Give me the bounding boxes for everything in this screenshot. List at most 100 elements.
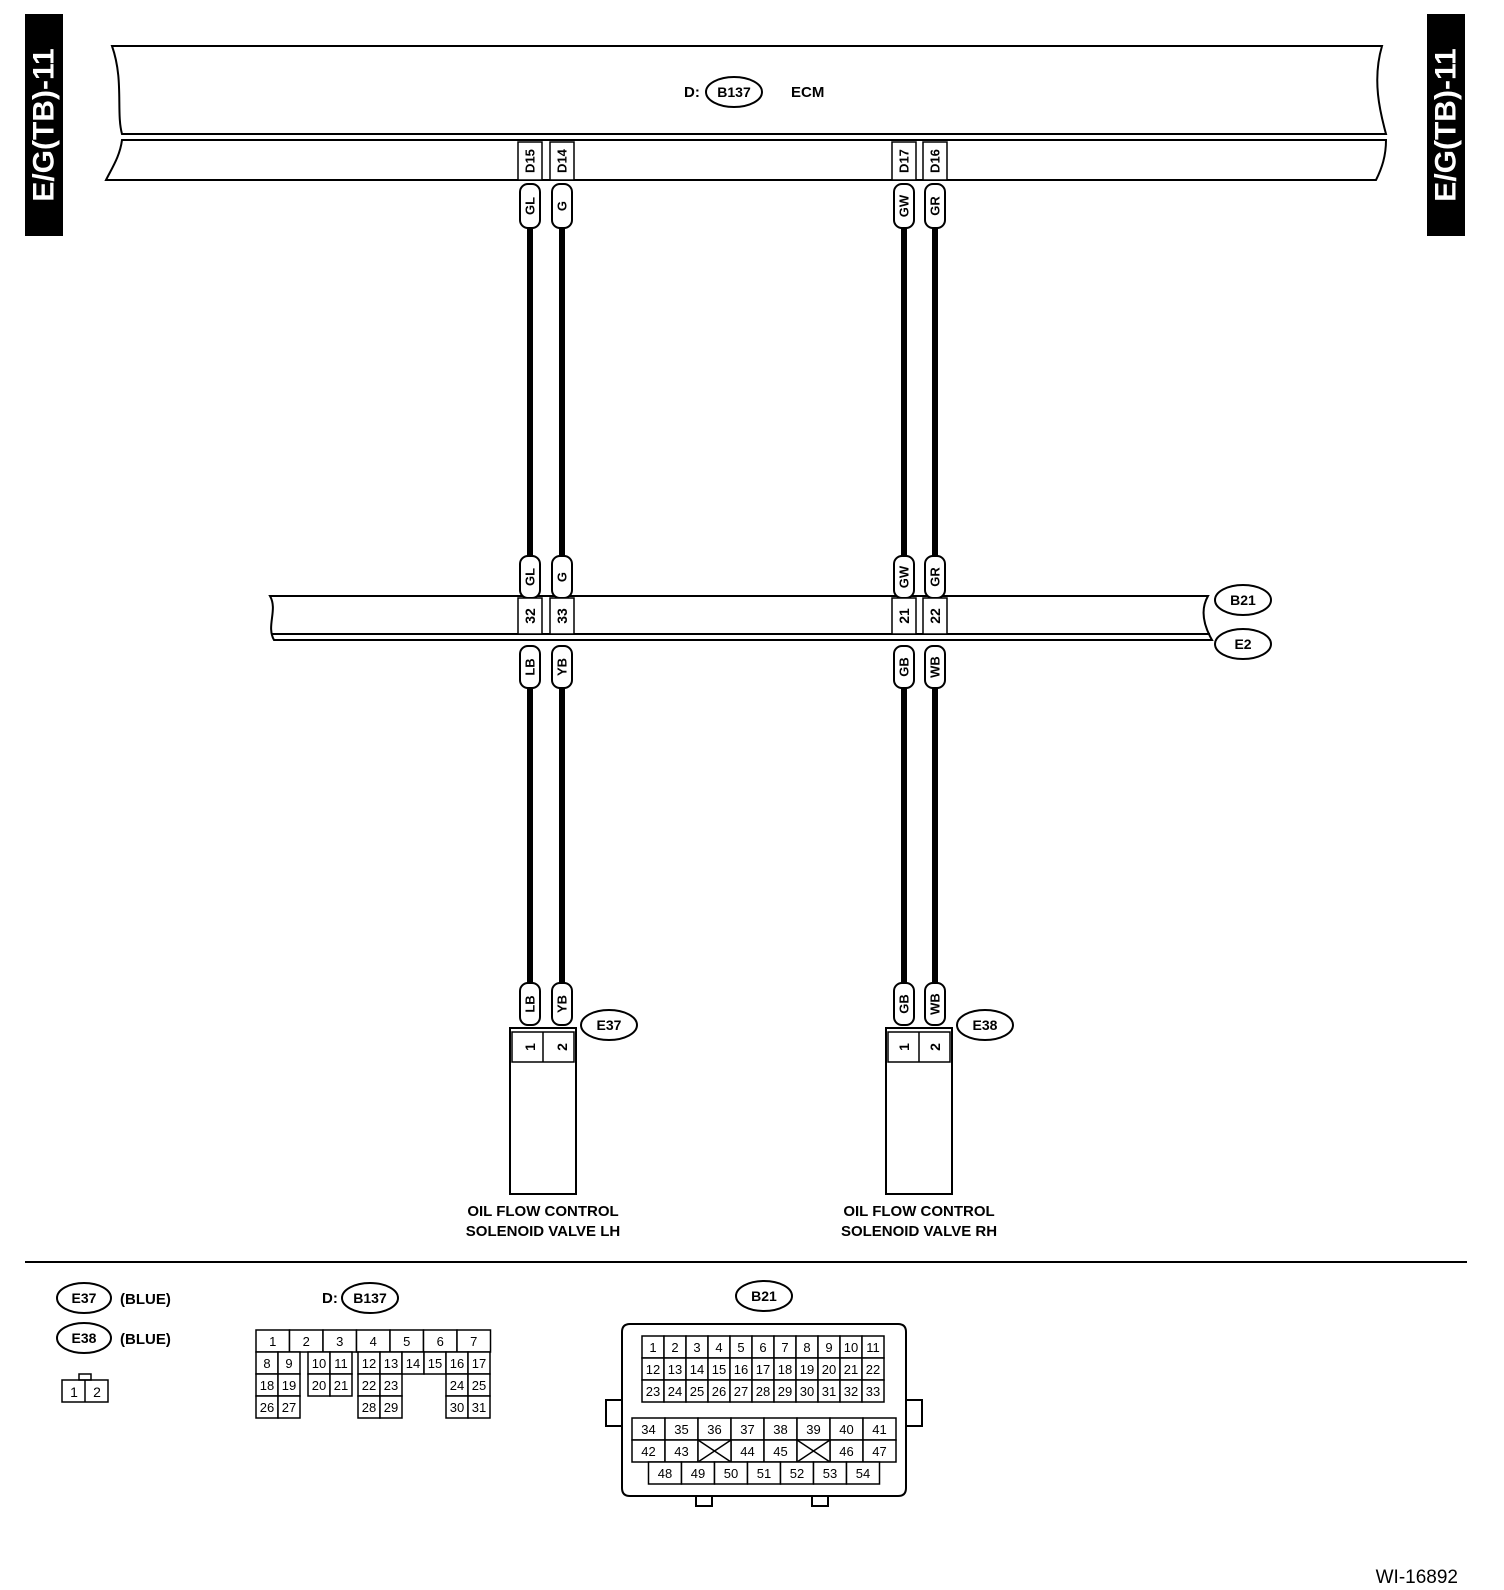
b21-pin-13: 13 xyxy=(668,1362,682,1377)
side-tab-left-text: E/G(TB)-11 xyxy=(28,48,61,201)
wire-color-joint-lower-frame xyxy=(924,645,946,689)
b21-pin-26: 26 xyxy=(712,1384,726,1399)
b21-pin-47: 47 xyxy=(872,1444,886,1459)
wire-color-joint-lower: WB xyxy=(928,656,943,678)
solenoid-lh-label-1: OIL FLOW CONTROL xyxy=(467,1203,618,1220)
b21-pin-43: 43 xyxy=(674,1444,688,1459)
b21-pin-28: 28 xyxy=(756,1384,770,1399)
b21-pin-24: 24 xyxy=(668,1384,682,1399)
b21-pin-35: 35 xyxy=(674,1422,688,1437)
wire-color-end-frame xyxy=(893,982,915,1026)
b137-pin-30: 30 xyxy=(450,1400,464,1415)
wire-color-joint-upper: G xyxy=(555,572,570,582)
b21-pin-14: 14 xyxy=(690,1362,704,1377)
component-pin-2: 2 xyxy=(927,1043,943,1051)
wire-color-joint-upper: GW xyxy=(897,565,912,588)
b21-pin-37: 37 xyxy=(740,1422,754,1437)
wire-color-end-frame xyxy=(519,982,541,1026)
b21-pin-30: 30 xyxy=(800,1384,814,1399)
solenoid-rh: E38 OIL FLOW CONTROL SOLENOID VALVE RH xyxy=(841,1009,1014,1240)
wire-color-top: G xyxy=(555,201,570,211)
legend-small-pin-1: 1 xyxy=(70,1384,78,1400)
b137-pin-4: 4 xyxy=(370,1334,377,1349)
b137-pin-8: 8 xyxy=(263,1356,270,1371)
legend-b137-prefix: D: xyxy=(322,1290,338,1307)
b21-pin-50: 50 xyxy=(724,1466,738,1481)
legend-e37-id: E37 xyxy=(72,1290,97,1306)
joint-connector-bar xyxy=(268,595,1214,641)
b137-pin-2: 2 xyxy=(303,1334,310,1349)
b21-pin-22: 22 xyxy=(866,1362,880,1377)
b137-pin-1: 1 xyxy=(269,1334,276,1349)
b137-pin-10: 10 xyxy=(312,1356,326,1371)
b21-pin-42: 42 xyxy=(641,1444,655,1459)
b21-pin-3: 3 xyxy=(693,1340,700,1355)
side-tab-left: E/G(TB)-11 xyxy=(25,14,63,236)
wire-color-top-frame xyxy=(519,183,541,229)
b21-pin-19: 19 xyxy=(800,1362,814,1377)
b137-pin-cell xyxy=(277,1395,301,1419)
ecm-pin-d16: D16 xyxy=(928,149,943,173)
b137-pin-7: 7 xyxy=(470,1334,477,1349)
solenoid-rh-label-2: SOLENOID VALVE RH xyxy=(841,1223,997,1240)
joint-upper-oval xyxy=(1214,584,1272,616)
side-tab-right: E/G(TB)-11 xyxy=(1427,14,1465,236)
legend-e37-color: (BLUE) xyxy=(120,1291,171,1308)
b137-pin-3: 3 xyxy=(336,1334,343,1349)
component-pin-1: 1 xyxy=(896,1043,912,1051)
wire-color-top-frame xyxy=(924,183,946,229)
b137-pin-cell xyxy=(467,1395,491,1419)
joint-pin-cell xyxy=(517,597,543,635)
b137-pin-21: 21 xyxy=(334,1378,348,1393)
ecm-connector-id: B137 xyxy=(717,84,751,100)
b137-pin-13: 13 xyxy=(384,1356,398,1371)
legend-b21-id: B21 xyxy=(751,1288,777,1304)
b137-pin-11: 11 xyxy=(334,1356,348,1371)
b21-housing xyxy=(605,1323,923,1507)
b137-pin-5: 5 xyxy=(403,1334,410,1349)
b21-pin-48: 48 xyxy=(658,1466,672,1481)
b137-pin-19: 19 xyxy=(282,1378,296,1393)
joint-pin-cell xyxy=(891,597,917,635)
joint-pin-32: 32 xyxy=(522,608,538,624)
b21-pin-cell xyxy=(861,1379,885,1403)
b21-pin-44: 44 xyxy=(740,1444,754,1459)
component-pin-2: 2 xyxy=(554,1043,570,1051)
b21-pin-9: 9 xyxy=(825,1340,832,1355)
b137-pin-15: 15 xyxy=(428,1356,442,1371)
wire-color-end-frame xyxy=(551,982,573,1026)
b21-pin-46: 46 xyxy=(839,1444,853,1459)
b21-pin-38: 38 xyxy=(773,1422,787,1437)
b21-pin-21: 21 xyxy=(844,1362,858,1377)
b21-pin-12: 12 xyxy=(646,1362,660,1377)
joint-labels: B21 E2 xyxy=(1214,584,1272,660)
wire-color-top: GL xyxy=(523,197,538,215)
b21-pin-cell xyxy=(845,1461,881,1485)
b21-pin-7: 7 xyxy=(781,1340,788,1355)
ecm-pin-cell xyxy=(549,141,575,181)
b21-pin-53: 53 xyxy=(823,1466,837,1481)
b21-pin-32: 32 xyxy=(844,1384,858,1399)
wire-group: D15GLGL32LBLB1D14GG33YBYB2D17GWGW21GBGB1… xyxy=(517,141,948,1051)
legend-e38: E38 (BLUE) xyxy=(56,1322,171,1354)
b137-pin-26: 26 xyxy=(260,1400,274,1415)
joint-pin-33: 33 xyxy=(554,608,570,624)
ecm-name: ECM xyxy=(791,84,824,101)
wire-color-end: GB xyxy=(897,994,912,1014)
b137-pin-14: 14 xyxy=(406,1356,420,1371)
legend-b137-id: B137 xyxy=(353,1290,387,1306)
b21-blank-mark xyxy=(697,1439,732,1463)
b137-pin-16: 16 xyxy=(450,1356,464,1371)
wire-color-top: GW xyxy=(897,194,912,217)
solenoid-lh-label-2: SOLENOID VALVE LH xyxy=(466,1223,620,1240)
solenoid-rh-connector-oval xyxy=(956,1009,1014,1041)
b21-pin-10: 10 xyxy=(844,1340,858,1355)
b137-pin-27: 27 xyxy=(282,1400,296,1415)
b21-blank-mark xyxy=(796,1439,831,1463)
wire-color-joint-lower: YB xyxy=(555,658,570,676)
